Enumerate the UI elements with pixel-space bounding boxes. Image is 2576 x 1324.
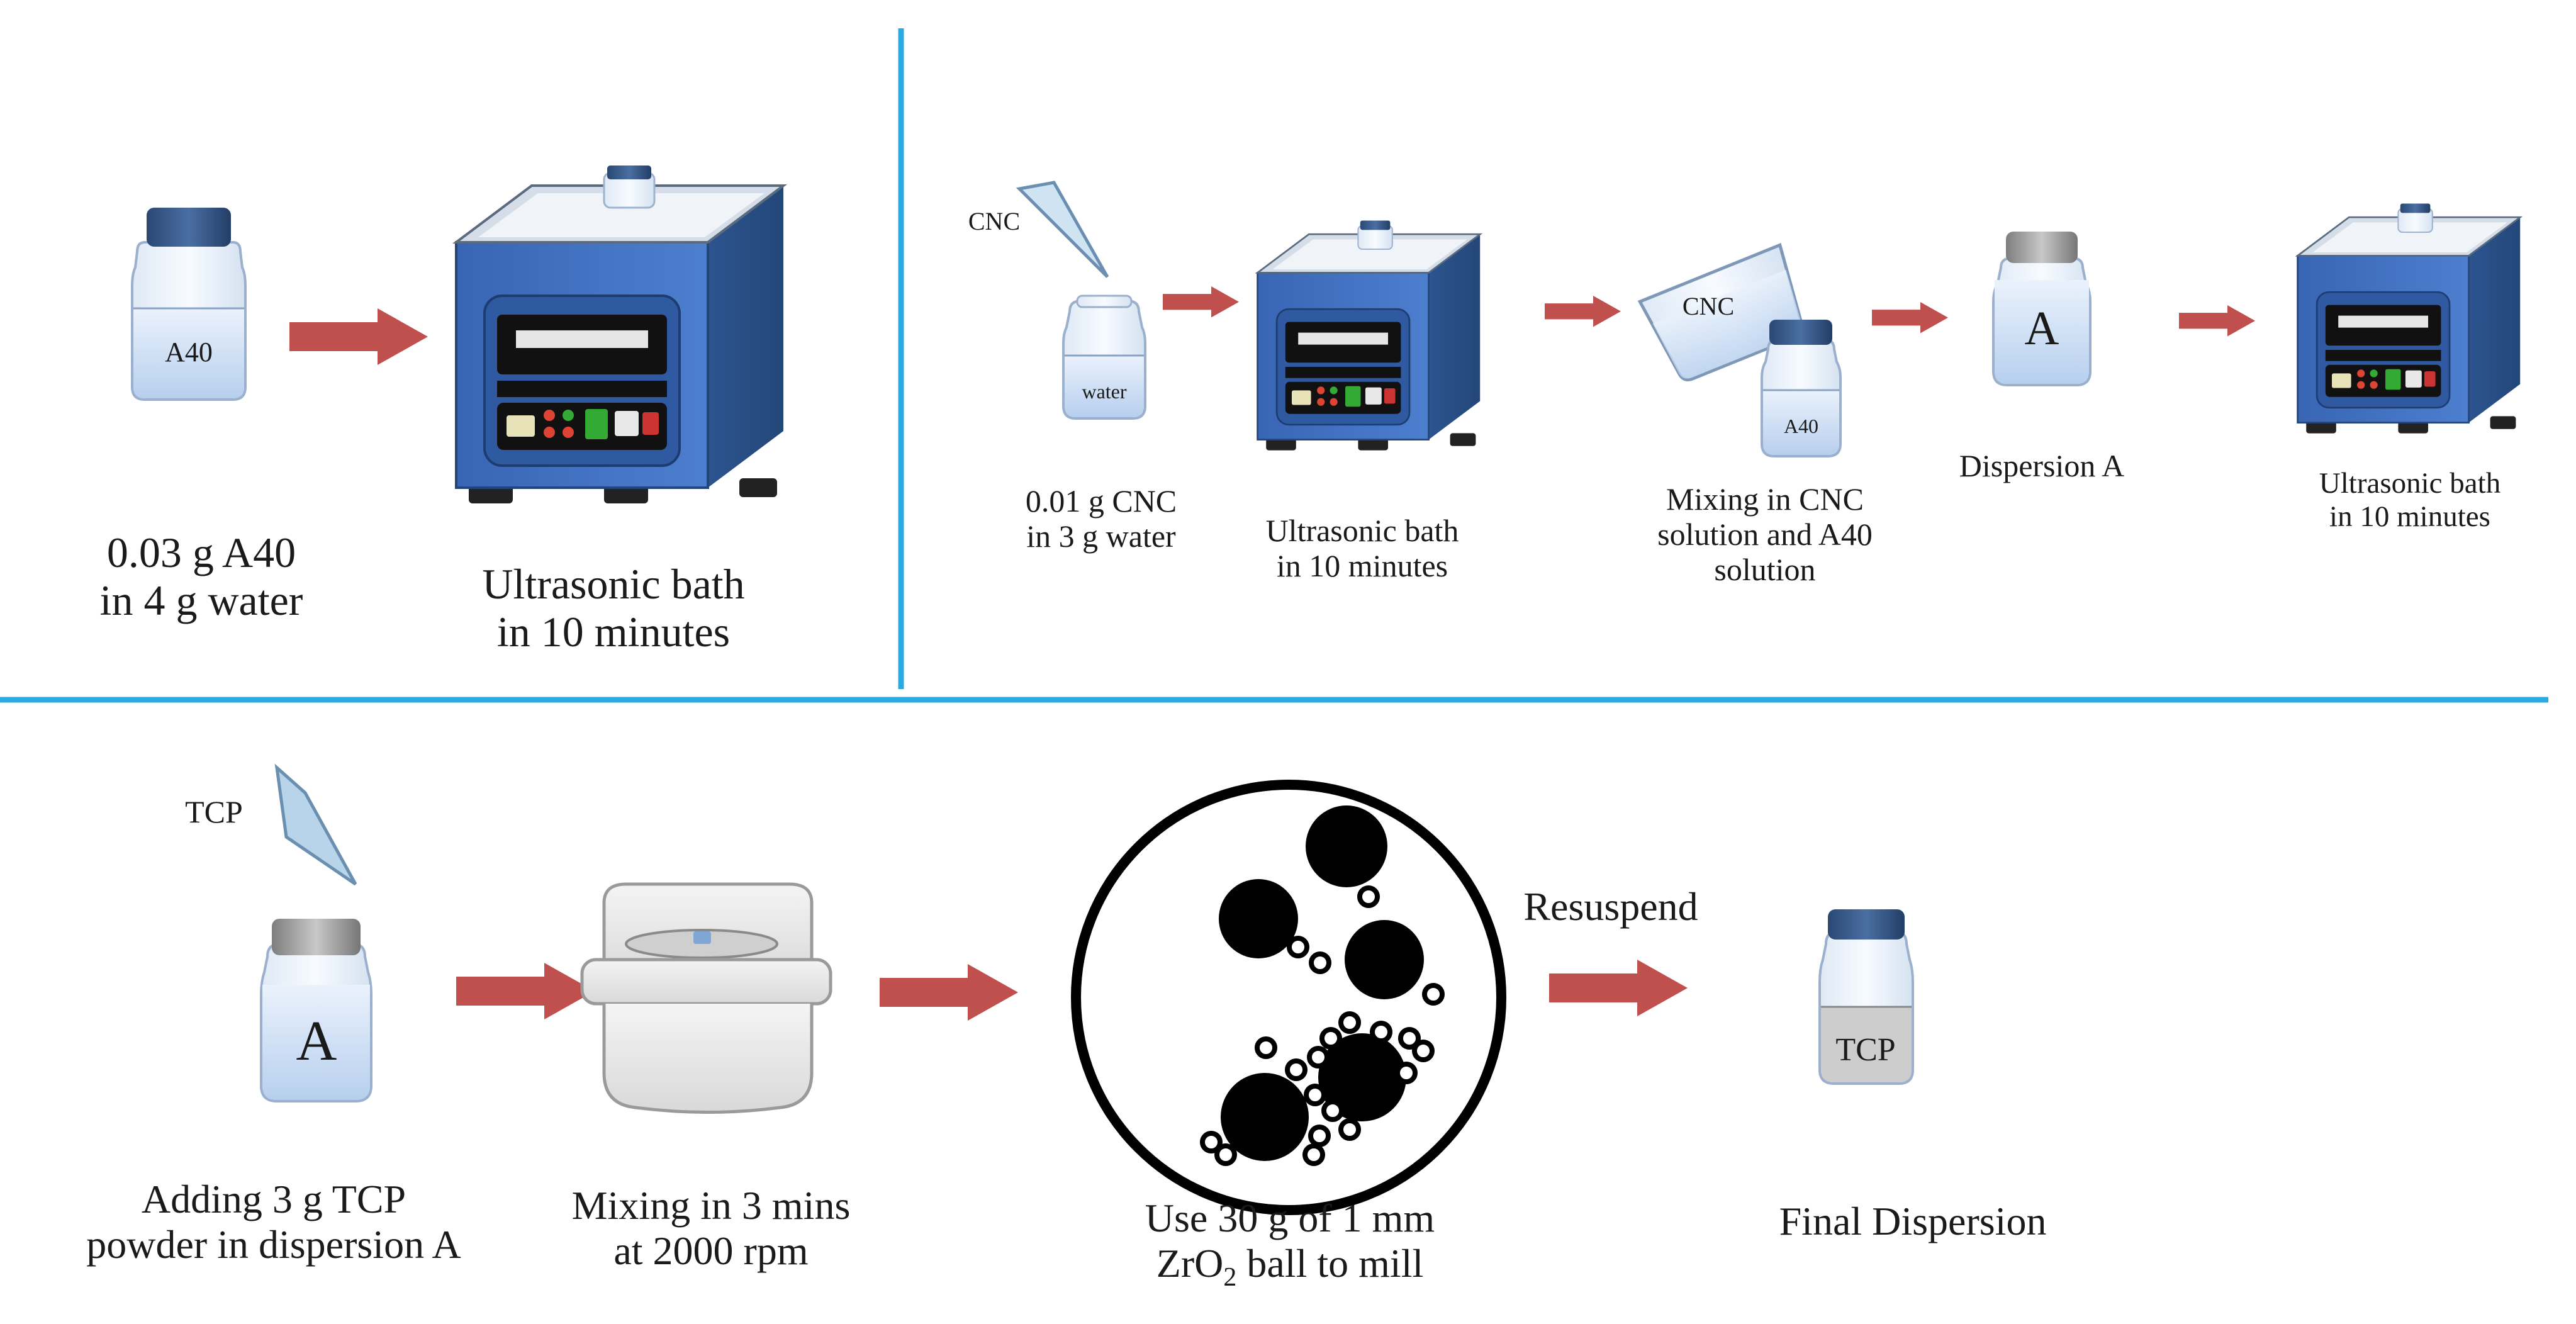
zro-rest-text: ball to mill (1236, 1240, 1424, 1286)
tr-step2-line1: Ultrasonic bath (1265, 513, 1459, 548)
b-step3-line2: ZrO2 ball to mill (1070, 1241, 1510, 1293)
water-bottle (1062, 295, 1146, 420)
tr-step3-caption: Mixing in CNC solution and A40 solution (1633, 481, 1897, 587)
tr-step5-line2: in 10 minutes (2329, 500, 2490, 533)
tr-step3-line2: solution and A40 (1657, 517, 1873, 552)
tr-step4-caption: Dispersion A (1932, 448, 2152, 483)
final-bottle-label: TCP (1835, 1032, 1896, 1068)
arrow-tr-1 (1163, 286, 1239, 318)
tr-step1-line2: in 3 g water (1026, 519, 1176, 554)
ball-mill-diagram (1071, 780, 1506, 1215)
b-step1-caption: Adding 3 g TCP powder in dispersion A (60, 1177, 488, 1267)
tl-step2-caption: Ultrasonic bath in 10 minutes (462, 560, 764, 656)
tl-step1-caption: 0.03 g A40 in 4 g water (82, 529, 321, 624)
arrow-tr-4 (2179, 305, 2255, 337)
tr-step4-line1: Dispersion A (1959, 448, 2125, 483)
zro-text: ZrO (1156, 1240, 1224, 1286)
b-step1-line2: powder in dispersion A (86, 1221, 461, 1267)
arrow-tr-3 (1872, 302, 1948, 334)
b-step2-line2: at 2000 rpm (613, 1228, 809, 1273)
a40-bottle-label: A40 (165, 337, 213, 367)
tr-step3-line3: solution (1714, 552, 1816, 587)
arrow-tr-2 (1545, 296, 1621, 327)
tr-step3-line1: Mixing in CNC (1666, 481, 1864, 517)
tl-step2-line2: in 10 minutes (496, 608, 731, 656)
tr-step2-line2: in 10 minutes (1276, 548, 1448, 583)
cnc-powder-label: CNC (968, 207, 1021, 235)
dispersion-a-bottle-2 (260, 919, 372, 1102)
b-step4-line1: Final Dispersion (1779, 1199, 2047, 1243)
beaker-cnc-label: CNC (1682, 292, 1735, 320)
tr-step1-line1: 0.01 g CNC (1025, 483, 1177, 519)
b-step2-line1: Mixing in 3 mins (571, 1183, 851, 1228)
bottom-a-bottle-label: A (296, 1010, 337, 1072)
b-step3-caption: Use 30 g of 1 mm ZrO2 ball to mill (1070, 1196, 1510, 1293)
a40-small-bottle-label: A40 (1783, 415, 1819, 437)
b-step1-line1: Adding 3 g TCP (141, 1177, 406, 1221)
tr-step5-caption: Ultrasonic bath in 10 minutes (2278, 467, 2542, 533)
dispersion-a-label: A (2024, 302, 2059, 355)
arrow-b-2 (880, 964, 1018, 1021)
ultrasonic-cleaner-tl (455, 164, 785, 505)
a40-bottle (131, 208, 247, 401)
dispersion-a-bottle (1992, 232, 2092, 386)
tr-step5-line1: Ultrasonic bath (2319, 467, 2501, 500)
zro-subscript: 2 (1223, 1262, 1237, 1292)
tl-step1-line1: 0.03 g A40 (106, 529, 296, 576)
b-step2-caption: Mixing in 3 mins at 2000 rpm (547, 1183, 875, 1273)
tcp-powder-label: TCP (185, 794, 243, 829)
b-step4-caption: Final Dispersion (1737, 1199, 2089, 1244)
cnc-powder-triangle (1016, 181, 1109, 278)
tcp-powder-triangle (274, 763, 357, 886)
final-dispersion-bottle (1818, 909, 1914, 1085)
tl-step2-line1: Ultrasonic bath (482, 560, 745, 608)
b-step3-line1: Use 30 g of 1 mm (1145, 1196, 1435, 1240)
tl-step1-line2: in 4 g water (99, 576, 303, 625)
arrow-b-3 (1549, 960, 1688, 1016)
a40-small-bottle (1761, 320, 1842, 457)
mixer-device (580, 882, 832, 1114)
ultrasonic-cleaner-tr-2 (2297, 203, 2521, 434)
tr-step2-caption: Ultrasonic bath in 10 minutes (1236, 513, 1488, 583)
tr-step1-caption: 0.01 g CNC in 3 g water (994, 483, 1208, 554)
arrow-tl-1 (289, 308, 428, 365)
arrow-b-1 (456, 963, 595, 1019)
ultrasonic-cleaner-tr-1 (1257, 220, 1481, 451)
resuspend-label: Resuspend (1523, 884, 1698, 929)
water-bottle-label: water (1082, 380, 1127, 403)
